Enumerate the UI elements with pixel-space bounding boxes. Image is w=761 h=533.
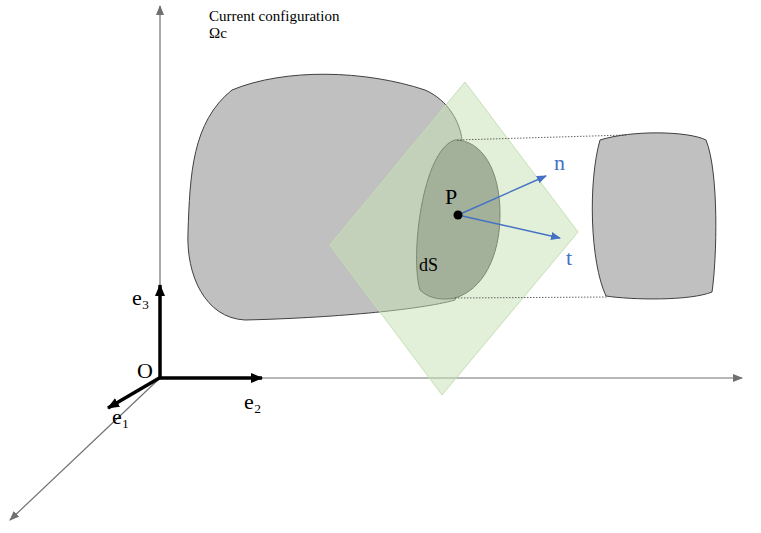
projection-line	[457, 135, 626, 140]
point-dot	[454, 211, 463, 220]
point-label: P	[445, 184, 457, 209]
normal-vector	[458, 176, 546, 215]
vector-label: t	[566, 245, 572, 270]
basis-vector	[108, 377, 161, 408]
area-label: dS	[419, 255, 438, 276]
axis-line	[159, 6, 160, 378]
basis-vector	[158, 285, 162, 379]
traction-vector	[458, 215, 560, 238]
basis-label: e₃	[132, 285, 149, 310]
configuration-label: Current configuration Ωc	[209, 8, 344, 43]
basis-label: e₁	[112, 404, 129, 429]
axis-line	[10, 378, 160, 520]
cutting-plane	[330, 82, 578, 395]
origin-label: O	[137, 358, 153, 383]
projection-line	[455, 297, 608, 298]
body-shape	[592, 133, 716, 299]
vector-label: n	[554, 150, 565, 175]
basis-label: e₂	[244, 389, 261, 414]
basis-vector	[159, 376, 262, 380]
